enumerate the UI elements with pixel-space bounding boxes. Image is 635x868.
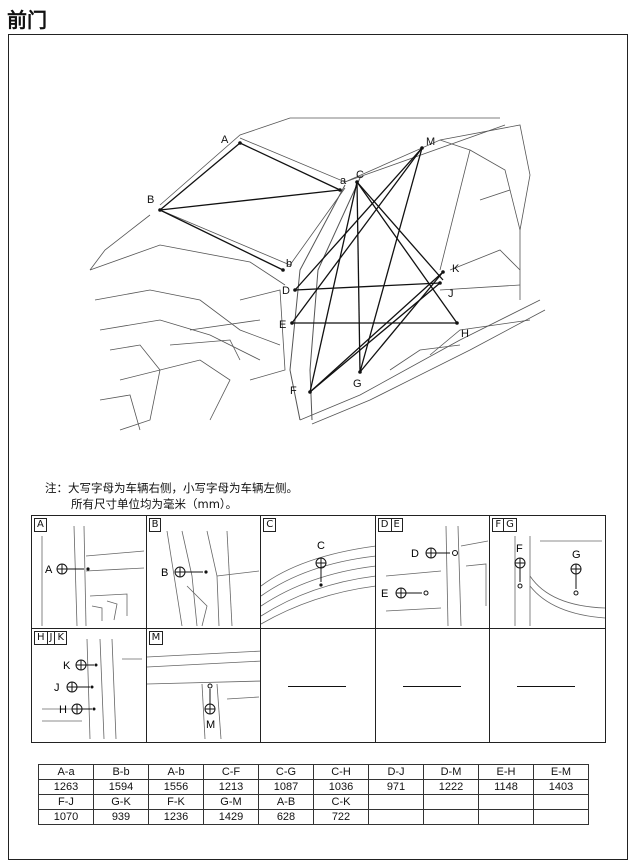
- point-label-M: M: [426, 136, 435, 148]
- dimension-value: [478, 809, 534, 825]
- dimension-key: B-b: [93, 764, 149, 780]
- detail-label-C: C: [317, 540, 325, 552]
- detail-cell-c: C C: [261, 516, 376, 629]
- body-sketch: [89, 117, 546, 431]
- detail-label-K: K: [63, 660, 71, 672]
- dimension-key: F-J: [38, 794, 94, 810]
- point-label-E: E: [279, 319, 286, 331]
- dimension-value: 1087: [258, 779, 314, 795]
- point-label-H: H: [461, 328, 469, 340]
- dimension-value: [423, 809, 479, 825]
- dimension-value: 1429: [203, 809, 259, 825]
- detail-label-B: B: [161, 567, 168, 579]
- detail-cell-m: M M: [146, 629, 262, 742]
- detail-cell-empty: [376, 629, 491, 742]
- dimension-key: A-a: [38, 764, 94, 780]
- dimension-key: C-H: [313, 764, 369, 780]
- point-label-A: A: [221, 134, 229, 146]
- point-label-B: B: [147, 194, 154, 206]
- dimension-value: 1213: [203, 779, 259, 795]
- dimension-key: D-J: [368, 764, 424, 780]
- dimension-value: 1263: [38, 779, 94, 795]
- dimension-key: [478, 794, 534, 810]
- dimension-value: 1070: [38, 809, 94, 825]
- detail-label-J: J: [54, 682, 60, 694]
- dimension-key: A-B: [258, 794, 314, 810]
- dimension-key: C-F: [203, 764, 259, 780]
- dimension-value: 1036: [313, 779, 369, 795]
- detail-label-A: A: [45, 564, 53, 576]
- detail-tag: A: [34, 518, 47, 532]
- point-label-b: b: [286, 258, 292, 270]
- detail-label-M: M: [206, 719, 215, 731]
- dimension-key: E-H: [478, 764, 534, 780]
- dimension-key: [368, 794, 424, 810]
- page-title: 前门: [7, 8, 47, 32]
- detail-grid: A A B B C: [31, 515, 606, 743]
- dimension-value: 1556: [148, 779, 204, 795]
- dimension-value: 1403: [533, 779, 589, 795]
- dimension-key: C-G: [258, 764, 314, 780]
- detail-cell-b: B B: [146, 516, 262, 629]
- point-label-J: J: [448, 288, 454, 300]
- note-line-2: 所有尺寸单位均为毫米（mm）。: [71, 497, 238, 511]
- dimension-value: 1222: [423, 779, 479, 795]
- detail-label-H: H: [59, 704, 67, 716]
- measurement-points: [158, 141, 459, 394]
- detail-label-E: E: [381, 588, 388, 600]
- measurement-lines: [159, 142, 458, 393]
- empty-dash: [288, 686, 347, 687]
- point-label-G: G: [353, 378, 362, 390]
- detail-cell-a: A A: [32, 516, 147, 629]
- detail-tag: C: [263, 518, 277, 532]
- detail-cell-empty: [261, 629, 376, 742]
- dimension-value: 1594: [93, 779, 149, 795]
- dimension-value: [368, 809, 424, 825]
- dimension-value: 971: [368, 779, 424, 795]
- detail-cell-empty: [490, 629, 605, 742]
- note-line-1: 注：大写字母为车辆右侧，小写字母为车辆左侧。: [45, 481, 298, 495]
- detail-tag: B: [148, 518, 162, 532]
- dimension-key: G-K: [93, 794, 149, 810]
- dimension-key: [533, 794, 589, 810]
- point-label-K: K: [452, 263, 460, 275]
- dimension-key: C-K: [313, 794, 369, 810]
- dimension-value: [533, 809, 589, 825]
- dimension-value: 939: [93, 809, 149, 825]
- point-label-a: a: [340, 175, 347, 187]
- detail-label-F: F: [516, 543, 523, 555]
- point-label-D: D: [282, 285, 290, 297]
- empty-dash: [402, 686, 461, 687]
- dimension-value: 722: [313, 809, 369, 825]
- dimension-key: G-M: [203, 794, 259, 810]
- dimension-value: 628: [258, 809, 314, 825]
- dimension-value: 1148: [478, 779, 534, 795]
- detail-tag: M: [148, 631, 164, 645]
- point-label-F: F: [290, 385, 297, 397]
- empty-dash: [517, 686, 576, 687]
- diagram-frame: [8, 34, 628, 860]
- dimension-key: E-M: [533, 764, 589, 780]
- dimension-key: A-b: [148, 764, 204, 780]
- detail-label-G: G: [572, 549, 581, 561]
- dimension-value: 1236: [148, 809, 204, 825]
- detail-label-D: D: [411, 548, 419, 560]
- dimension-key: [423, 794, 479, 810]
- dimension-key: F-K: [148, 794, 204, 810]
- point-label-C: C: [356, 169, 364, 181]
- body-diagram: A a B b C D E F G H J K M: [89, 117, 546, 431]
- dimension-key: D-M: [423, 764, 479, 780]
